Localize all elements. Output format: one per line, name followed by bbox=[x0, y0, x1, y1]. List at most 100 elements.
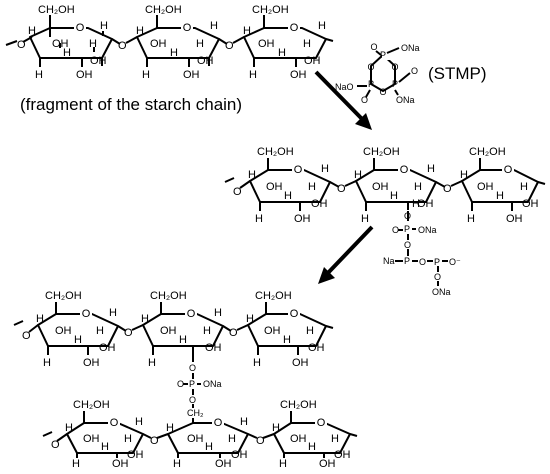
row2-o-link1: O bbox=[337, 183, 346, 195]
svg-text:H: H bbox=[142, 69, 150, 81]
svg-text:OH: OH bbox=[231, 449, 248, 461]
svg-text:CH₂OH: CH₂OH bbox=[145, 4, 182, 16]
svg-text:CH₂OH: CH₂OH bbox=[280, 399, 317, 411]
svg-text:CH₂OH: CH₂OH bbox=[363, 146, 400, 158]
svg-text:H: H bbox=[43, 357, 51, 369]
svg-text:OH: OH bbox=[83, 433, 100, 445]
svg-text:O: O bbox=[187, 308, 196, 320]
svg-text:O: O bbox=[189, 395, 196, 405]
svg-text:H: H bbox=[74, 334, 82, 346]
svg-text:OH: OH bbox=[334, 449, 351, 461]
row2-o-link0: O bbox=[233, 186, 242, 198]
svg-text:CH₂OH: CH₂OH bbox=[73, 399, 110, 411]
svg-text:OH: OH bbox=[290, 433, 307, 445]
svg-text:CH₂OH: CH₂OH bbox=[252, 4, 289, 16]
svg-text:OH: OH bbox=[308, 342, 325, 354]
svg-text:P: P bbox=[404, 224, 410, 234]
svg-text:O: O bbox=[110, 417, 119, 429]
row4-unit-2-crosslinked: O H H H OH H OH H OH bbox=[166, 414, 249, 470]
svg-text:Na: Na bbox=[383, 256, 395, 266]
stmp-caption: (STMP) bbox=[428, 64, 487, 83]
svg-text:ONa: ONa bbox=[418, 225, 437, 235]
svg-text:H: H bbox=[89, 38, 97, 50]
fragment-caption: (fragment of the starch chain) bbox=[20, 95, 242, 114]
stmp-ring bbox=[370, 54, 396, 92]
svg-text:H: H bbox=[308, 441, 316, 453]
svg-text:OH: OH bbox=[258, 38, 275, 50]
svg-text:H: H bbox=[460, 169, 468, 181]
svg-text:H: H bbox=[496, 190, 504, 202]
starch-chain-row-2: O O CH₂OH H H H OH H OH H OH O bbox=[224, 146, 546, 297]
stmp-o-dbl1: O bbox=[370, 42, 377, 52]
svg-text:H: H bbox=[248, 169, 256, 181]
stmp-o-ring3: O bbox=[367, 62, 374, 72]
svg-text:H: H bbox=[308, 181, 316, 193]
row4-o-link1: O bbox=[150, 435, 159, 447]
svg-text:H: H bbox=[255, 213, 263, 225]
row3-unit-2-crosslinked: O CH₂OH H H H OH H H OH bbox=[141, 290, 224, 369]
svg-text:CH₂OH: CH₂OH bbox=[257, 146, 294, 158]
svg-text:H: H bbox=[249, 69, 257, 81]
starch-chain-row-1: O O CH₂OH H H H OH H OH H OH bbox=[5, 4, 334, 81]
row2-phosphate-chain: O P O ONa O P Na O P O⁻ O bbox=[383, 211, 461, 297]
svg-text:H: H bbox=[240, 416, 248, 428]
svg-text:P: P bbox=[434, 257, 440, 267]
svg-text:H: H bbox=[28, 25, 36, 37]
svg-text:H: H bbox=[390, 190, 398, 202]
row4-unit-3: O CH₂OH H H OH H OH H OH bbox=[272, 399, 351, 470]
svg-text:H: H bbox=[124, 433, 132, 445]
stmp-molecule: P O P O P O O ONa NaO O O ONa bbox=[335, 41, 420, 105]
svg-text:OH: OH bbox=[215, 458, 232, 469]
svg-text:CH₂OH: CH₂OH bbox=[150, 290, 187, 302]
svg-text:OH: OH bbox=[187, 433, 204, 445]
stmp-ona1: ONa bbox=[401, 43, 420, 53]
svg-text:O: O bbox=[404, 240, 411, 250]
svg-text:H: H bbox=[331, 433, 339, 445]
svg-text:OH: OH bbox=[52, 38, 69, 50]
svg-text:ONa: ONa bbox=[203, 379, 222, 389]
svg-text:H: H bbox=[179, 334, 187, 346]
svg-text:OH: OH bbox=[99, 342, 116, 354]
svg-text:H: H bbox=[361, 213, 369, 225]
stmp-p1: P bbox=[380, 50, 386, 60]
stmp-o-dbl2: O bbox=[361, 95, 368, 105]
svg-text:H: H bbox=[467, 213, 475, 225]
svg-text:H: H bbox=[65, 422, 73, 434]
svg-text:OH: OH bbox=[112, 458, 129, 469]
svg-text:O: O bbox=[76, 22, 85, 34]
row1-unit-2: O CH₂OH H H H OH H OH H OH bbox=[136, 4, 220, 81]
row1-o-link1: O bbox=[118, 40, 127, 52]
svg-text:H: H bbox=[196, 38, 204, 50]
svg-text:OH: OH bbox=[76, 69, 93, 81]
stmp-o-ring1: O bbox=[391, 62, 398, 72]
svg-text:H: H bbox=[303, 38, 311, 50]
svg-text:OH: OH bbox=[150, 38, 167, 50]
svg-text:H: H bbox=[412, 198, 420, 210]
svg-text:OH: OH bbox=[372, 181, 389, 193]
svg-text:O: O bbox=[290, 22, 299, 34]
row3-o-link2: O bbox=[229, 327, 238, 339]
svg-text:OH: OH bbox=[311, 198, 328, 210]
svg-text:O: O bbox=[434, 272, 441, 282]
svg-text:OH: OH bbox=[477, 181, 494, 193]
svg-text:OH: OH bbox=[292, 357, 309, 369]
svg-text:H: H bbox=[272, 422, 280, 434]
svg-text:H: H bbox=[72, 458, 80, 469]
svg-text:O: O bbox=[214, 417, 223, 429]
svg-text:OH: OH bbox=[522, 198, 539, 210]
svg-text:OH: OH bbox=[417, 198, 434, 210]
svg-text:OH: OH bbox=[264, 325, 281, 337]
svg-text:P: P bbox=[189, 379, 195, 389]
row4-o-link0: O bbox=[51, 439, 60, 451]
svg-text:H: H bbox=[100, 20, 108, 32]
stmp-p2: P bbox=[392, 79, 398, 89]
row2-unit-3: O CH₂OH H H OH H OH H OH bbox=[460, 146, 539, 225]
svg-text:H: H bbox=[283, 334, 291, 346]
svg-text:O: O bbox=[189, 363, 196, 373]
row1-o-link0: O bbox=[17, 39, 26, 51]
svg-text:H: H bbox=[148, 357, 156, 369]
svg-text:H: H bbox=[427, 163, 435, 175]
svg-text:H: H bbox=[243, 25, 251, 37]
row2-unit-2-phosphorylated: O CH₂OH H H H OH H H OH H bbox=[354, 146, 437, 225]
svg-text:H: H bbox=[205, 441, 213, 453]
